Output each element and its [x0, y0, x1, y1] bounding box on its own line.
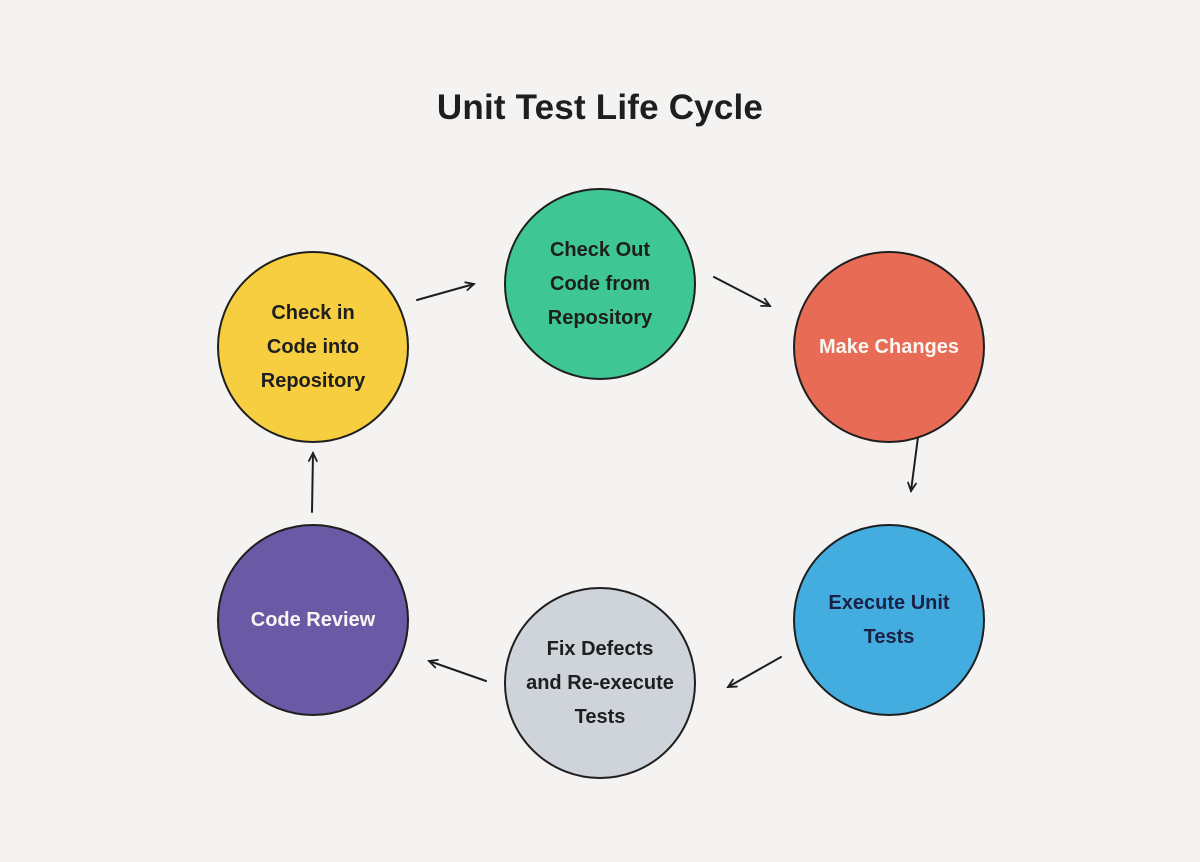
arrow-execute-tests-to-fix-defects [726, 656, 782, 688]
node-make-changes: Make Changes [793, 251, 985, 443]
page-title: Unit Test Life Cycle [436, 88, 764, 127]
node-execute-unit-tests: Execute Unit Tests [793, 524, 985, 716]
node-label: Execute Unit Tests [828, 592, 950, 648]
node-fix-defects: Fix Defects and Re-execute Tests [504, 587, 696, 779]
node-code-review: Code Review [217, 524, 409, 716]
arrow-check-out-to-make-changes [713, 276, 772, 307]
node-label: Fix Defects and Re-execute Tests [526, 638, 674, 728]
node-check-out-code: Check Out Code from Repository [504, 188, 696, 380]
node-label: Check in Code into Repository [260, 302, 366, 392]
arrow-fix-defects-to-code-review [427, 658, 487, 682]
node-label: Code Review [250, 609, 376, 631]
node-label: Make Changes [818, 336, 960, 358]
node-label: Check Out Code from Repository [547, 239, 653, 329]
node-check-in-code: Check in Code into Repository [217, 251, 409, 443]
arrow-check-in-to-check-out [416, 281, 476, 301]
arrow-make-changes-to-execute-tests [907, 436, 919, 493]
arrow-code-review-to-check-in [307, 450, 318, 513]
